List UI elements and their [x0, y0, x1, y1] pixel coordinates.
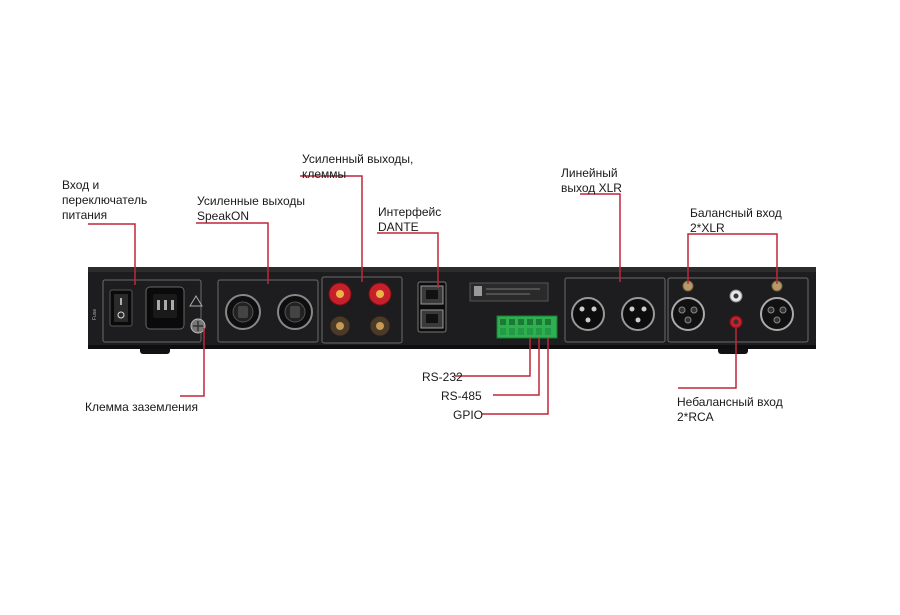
- xlr-out-2: [621, 297, 655, 331]
- label-balanced-in: Балансный вход 2*XLR: [690, 206, 782, 235]
- label-speakon: Усиленные выходы SpeakON: [197, 194, 305, 223]
- label-rs232: RS-232: [422, 370, 463, 384]
- leader-rs485: [493, 338, 540, 396]
- leader-gpio: [482, 338, 549, 415]
- leader-terminals: [300, 175, 363, 282]
- svg-text:Fuse: Fuse: [92, 309, 98, 320]
- input-section: [667, 277, 809, 343]
- xlr-out-1: [571, 297, 605, 331]
- label-rs485: RS-485: [441, 389, 482, 403]
- leader-line-out: [580, 193, 621, 282]
- info-sticker: [469, 282, 549, 302]
- leader-unbalanced-in: [678, 328, 737, 389]
- xlr-in-1: [671, 297, 705, 331]
- leader-power: [88, 223, 136, 285]
- leader-lines: [88, 175, 778, 415]
- label-line-out: Линейный выход XLR: [561, 166, 622, 195]
- chassis: [88, 267, 816, 349]
- leader-speakon: [196, 222, 269, 284]
- leader-dante: [377, 232, 439, 288]
- label-dante: Интерфейс DANTE: [378, 205, 442, 234]
- line-out-section: [564, 277, 666, 343]
- label-power: Вход и переключатель питания: [62, 178, 148, 222]
- label-ground: Клемма заземления: [85, 400, 199, 414]
- leader-ground: [180, 328, 205, 397]
- leader-balanced-in: [687, 233, 778, 284]
- xlr-in-2: [760, 297, 794, 331]
- leader-rs232: [455, 338, 531, 377]
- label-unbalanced-in: Небалансный вход 2*RCA: [677, 395, 783, 424]
- control-terminal-block: [496, 315, 558, 339]
- dante-section: [417, 281, 447, 333]
- power-section: Fuse: [92, 279, 203, 343]
- label-terminals: Усиленный выходы, клеммы: [302, 152, 414, 181]
- label-gpio: GPIO: [453, 408, 484, 422]
- binding-posts-section: [321, 276, 403, 344]
